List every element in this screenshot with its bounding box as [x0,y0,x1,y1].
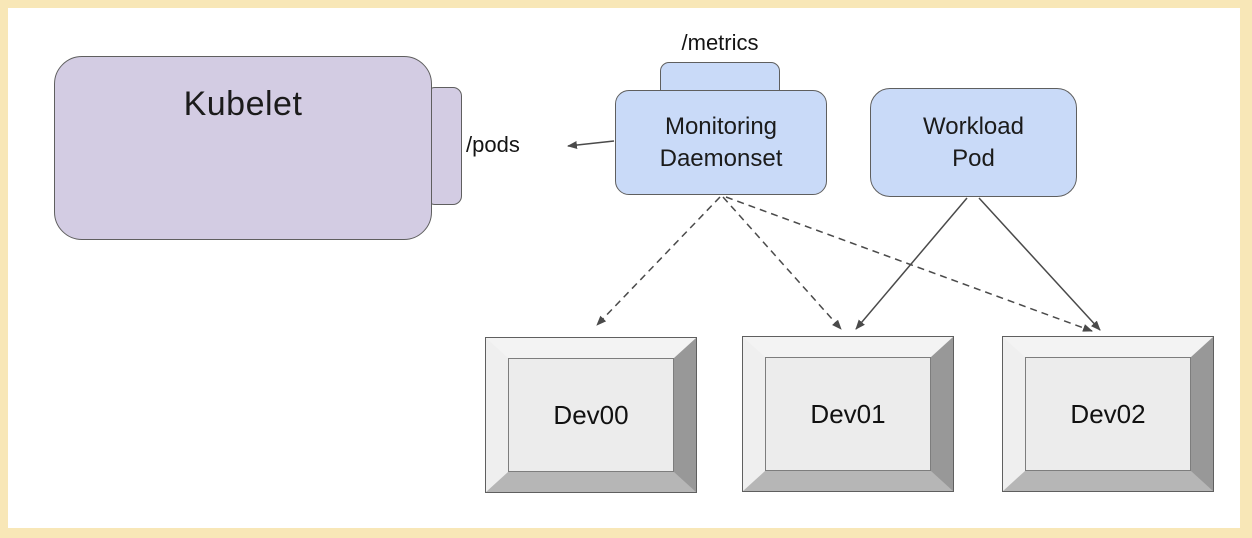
device-bevel [1002,336,1214,492]
kubelet-pods-port [426,87,462,205]
workload-pod-label-line2: Pod [952,144,995,172]
edge-monitoring-to-kubelet-pods [567,140,615,150]
device-label: Dev02 [1070,398,1146,429]
device-bevel [742,336,954,492]
kubelet-node: Kubelet [54,56,432,240]
device-label: Dev00 [553,399,629,430]
kubelet-label: Kubelet [183,85,303,123]
edge-workload-to-dev01 [855,197,968,330]
edge-monitoring-to-dev00 [596,196,721,326]
workload-pod-label-line1: Workload [923,112,1024,140]
metrics-endpoint-label: /metrics [681,30,759,55]
edge-workload-to-dev02 [978,197,1101,331]
device-node-dev01: Dev01 [742,336,954,492]
device-bevel [485,337,697,493]
edge-monitoring-to-dev02 [725,196,1093,332]
edge-monitoring-to-dev01 [722,196,842,330]
device-node-dev00: Dev00 [485,337,697,493]
monitoring-daemonset-node: Monitoring Daemonset [615,90,827,195]
monitoring-daemonset-label-line2: Daemonset [659,144,783,172]
device-label: Dev01 [810,398,886,429]
pods-endpoint-label: /pods [466,132,520,157]
workload-pod-node: Workload Pod [870,88,1077,197]
monitoring-daemonset-label-line1: Monitoring [664,112,778,140]
device-node-dev02: Dev02 [1002,336,1214,492]
